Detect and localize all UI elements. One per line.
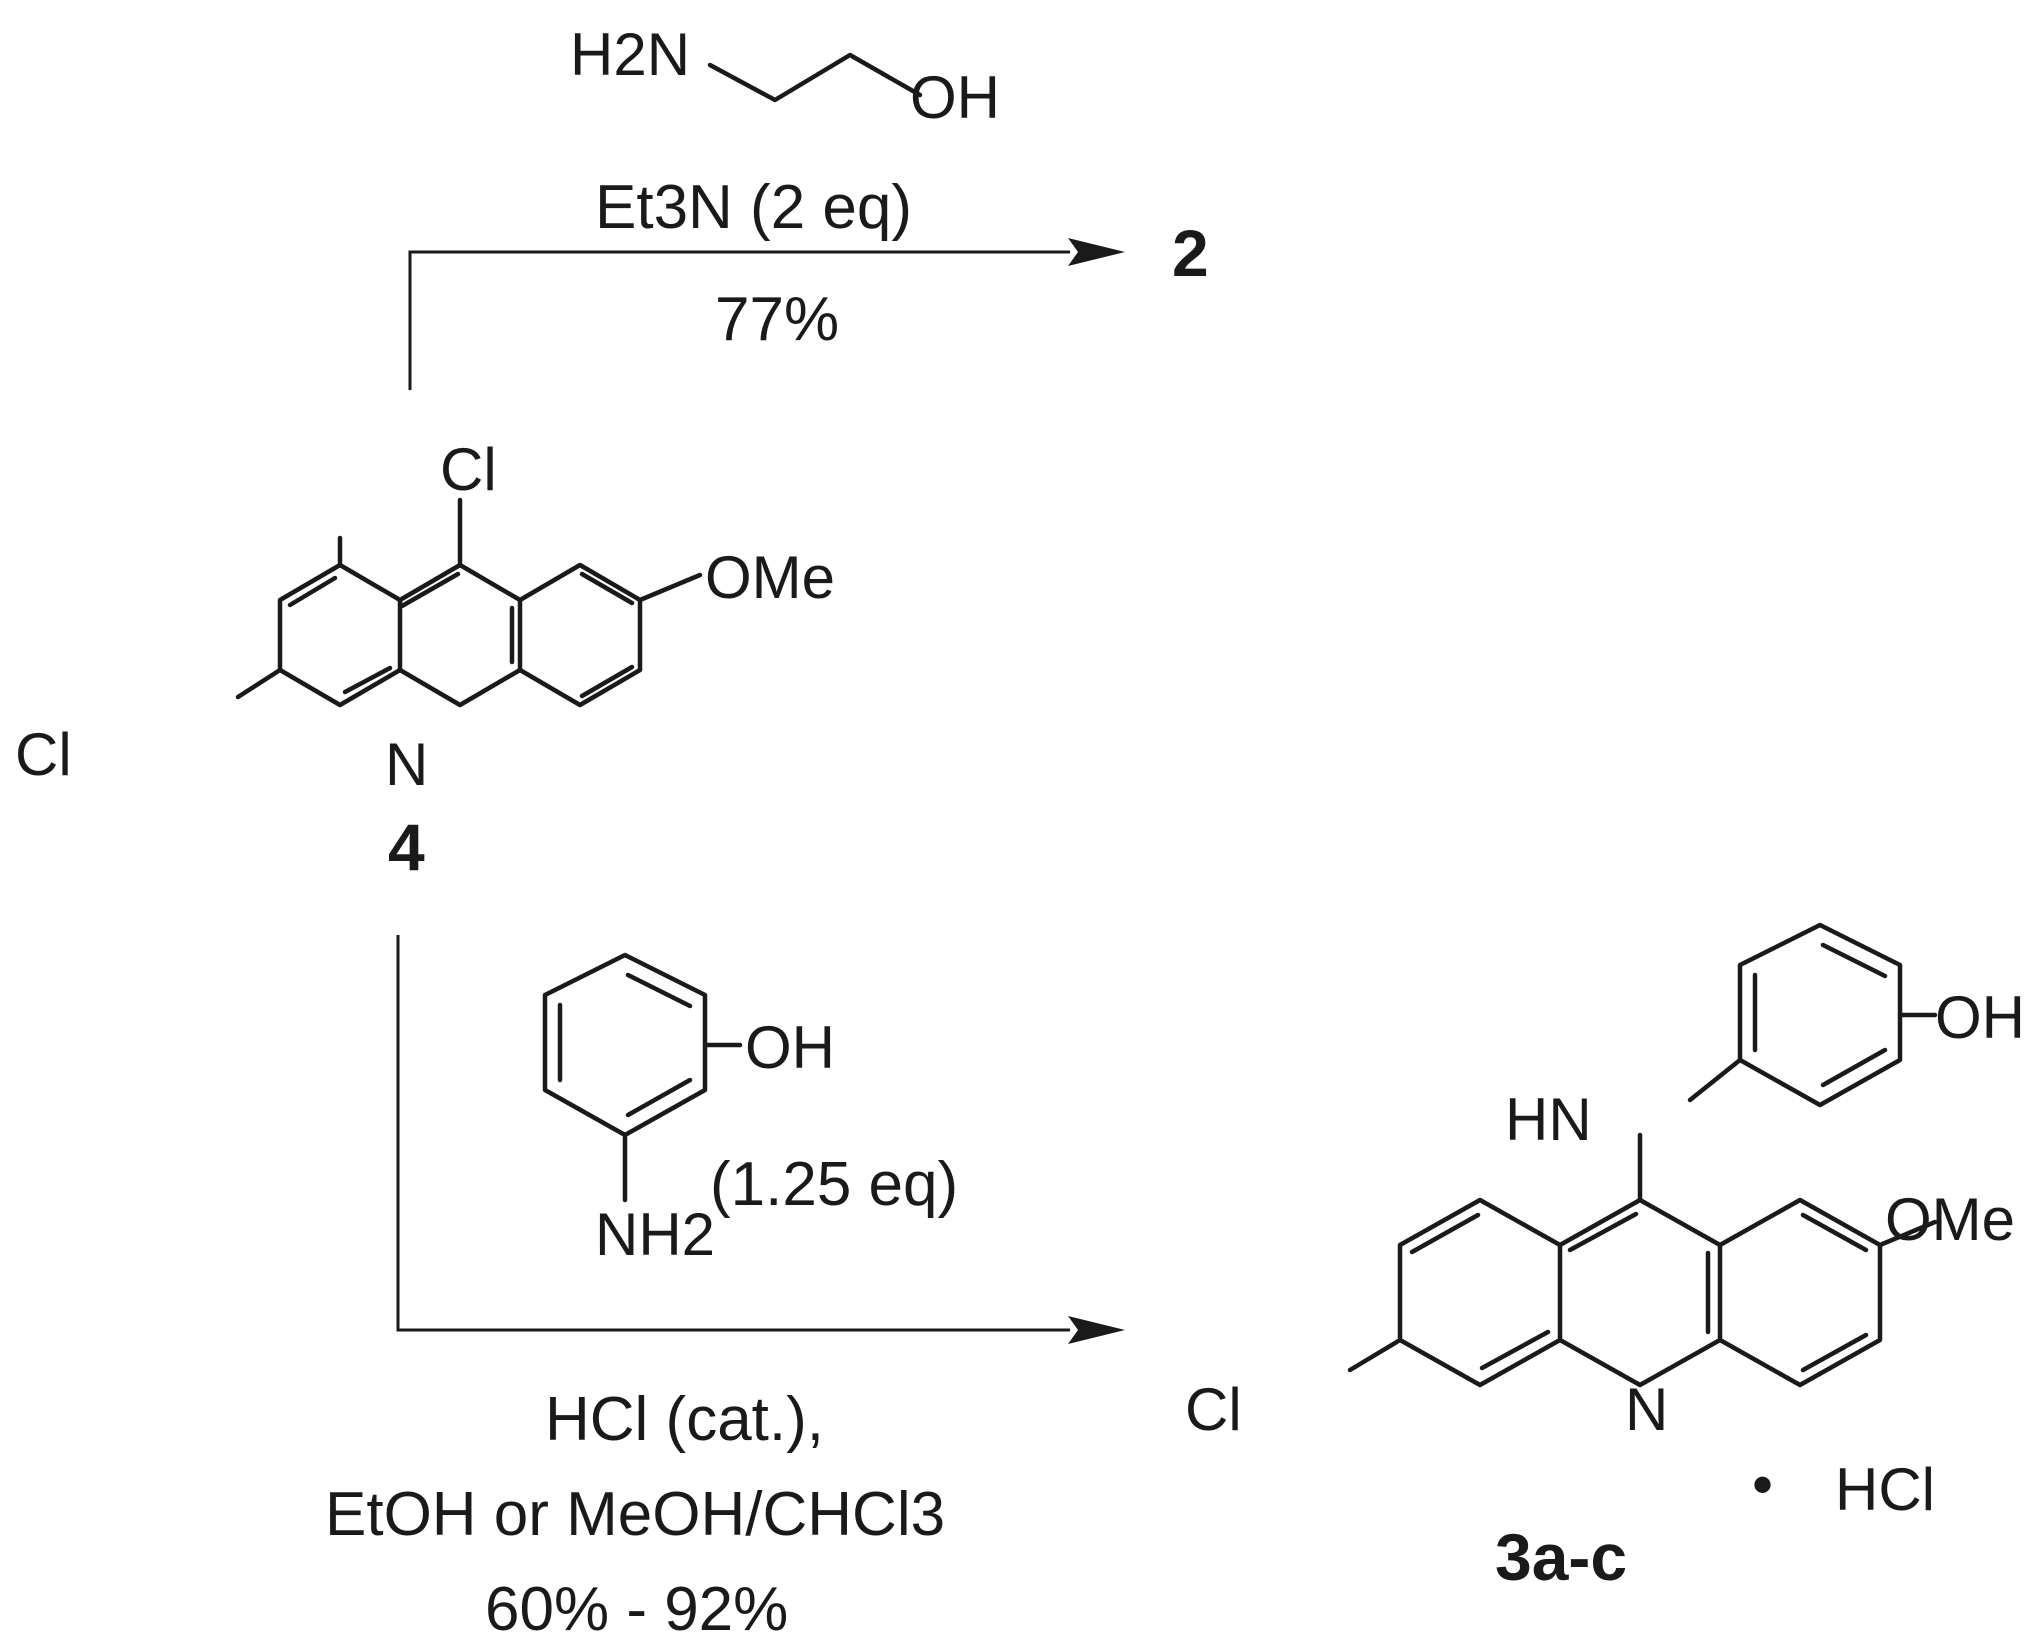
compound-4-ome-bond <box>637 572 703 603</box>
compound-4-ring-n: N <box>385 731 428 798</box>
reaction-2-arrow <box>396 935 1125 1344</box>
product-cl: Cl <box>1185 1376 1242 1443</box>
product-ome-bond <box>1877 1219 1938 1248</box>
compound-4-top-cl: Cl <box>440 436 497 503</box>
product-ring-n: N <box>1625 1376 1668 1443</box>
ethanolamine-hydroxyl-label: OH <box>910 64 1000 131</box>
product-3-number: 3a-c <box>1495 1520 1627 1594</box>
aminophenol-ring-bonds <box>542 952 743 1203</box>
product-3-structure: OH HN OMe Cl N <box>1185 922 2025 1443</box>
reaction-2-arrowhead <box>1068 1316 1125 1344</box>
reaction-1-yield: 77% <box>715 285 839 354</box>
product-cl-bond <box>1347 1337 1403 1373</box>
compound-4-structure: Cl Cl OMe N <box>15 436 835 798</box>
reaction-1-arrow-line <box>408 250 1070 390</box>
product-acridine-bonds <box>1397 1197 1883 1388</box>
product-hydroxyl: OH <box>1935 984 2025 1051</box>
compound-4-number: 4 <box>388 810 425 884</box>
aminophenol-reagent: OH NH2 (1.25 eq) <box>542 952 958 1268</box>
product-amine: HN <box>1505 1086 1592 1153</box>
product-2-number: 2 <box>1172 216 1209 290</box>
compound-4-ome: OMe <box>705 544 835 611</box>
compound-4-cl-bond <box>235 667 283 700</box>
product-salt-bullet: • <box>1752 1451 1773 1518</box>
reaction-1-arrowhead <box>1068 238 1125 266</box>
reaction-2-acid-condition: HCl (cat.), <box>545 1385 824 1454</box>
compound-4-left-cl: Cl <box>15 721 72 788</box>
ethanolamine-amine-label: H2N <box>570 21 690 88</box>
aminophenol-equivalents: (1.25 eq) <box>710 1150 958 1219</box>
aminophenol-amine: NH2 <box>595 1201 715 1268</box>
reaction-1-arrow <box>408 238 1125 390</box>
aminophenol-hydroxyl: OH <box>745 1014 835 1081</box>
ethanolamine-reagent: H2N OH <box>570 21 1000 131</box>
reaction-2-solvent-condition: EtOH or MeOH/CHCl3 <box>325 1480 945 1549</box>
reaction-1-base-condition: Et3N (2 eq) <box>595 173 912 242</box>
product-nh-bonds <box>1637 1057 1743 1203</box>
ethanolamine-bonds <box>707 52 923 103</box>
product-phenol-ring-bonds <box>1737 922 1938 1108</box>
compound-4-ring-bonds <box>277 535 643 708</box>
reaction-2-arrow-line <box>396 935 1070 1332</box>
product-salt-label: HCl <box>1835 1456 1935 1523</box>
product-ome: OMe <box>1885 1186 2015 1253</box>
reaction-2-yield-range: 60% - 92% <box>485 1575 788 1644</box>
